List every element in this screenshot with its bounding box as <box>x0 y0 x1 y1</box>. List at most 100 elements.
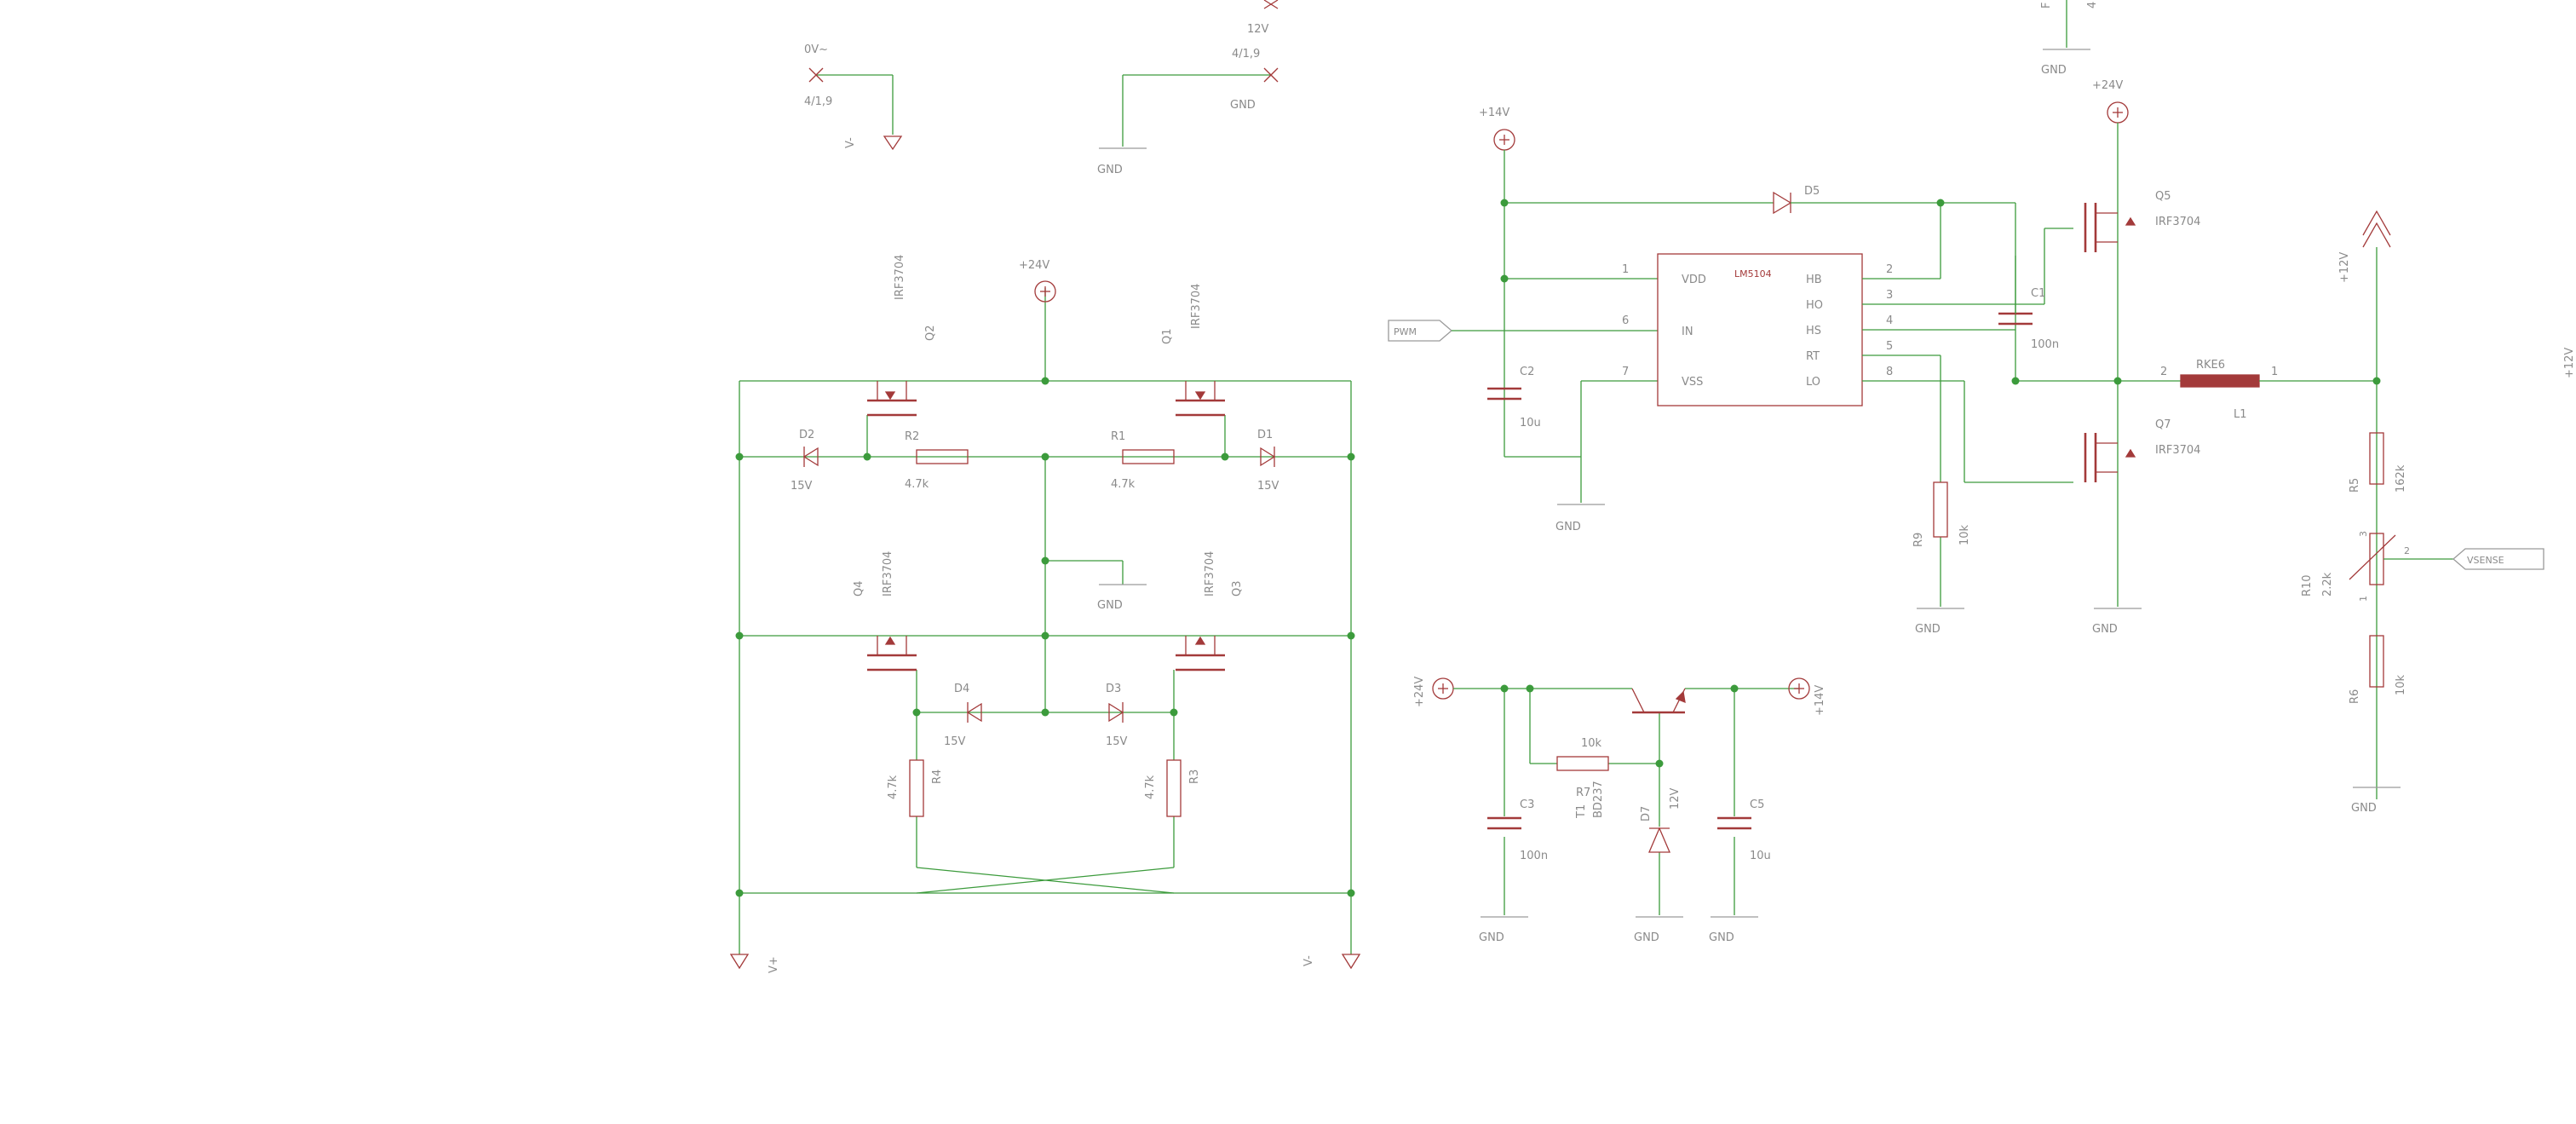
r3-name: R3 <box>1188 770 1201 784</box>
ic-pin-in: IN <box>1682 326 1693 338</box>
net-label-v-minus-top: V- <box>844 137 857 148</box>
r10-pin-1: 1 <box>2358 596 2369 602</box>
supply-label-12v-edge: +12V <box>2563 348 2576 378</box>
net-0v-connector: 0V~ 4/1,9 V- <box>804 43 903 151</box>
diode-d4: D4 15V <box>944 683 982 748</box>
mosfet-q1: Q1 IRF3704 <box>1161 284 1225 417</box>
q7-name: Q7 <box>2155 418 2171 431</box>
q2-value: IRF3704 <box>894 255 906 300</box>
l1-pin-1: 1 <box>2271 366 2278 378</box>
q1-name: Q1 <box>1161 328 1174 344</box>
d4-value: 15V <box>944 735 966 748</box>
ic-pin-num-4: 4 <box>1886 314 1893 327</box>
supply-label-24v-bridge: +24V <box>1019 259 1049 272</box>
r10-name: R10 <box>2301 574 2314 597</box>
r3-value: 4.7k <box>1144 775 1157 799</box>
d3-name: D3 <box>1106 683 1121 695</box>
q5-name: Q5 <box>2155 190 2171 203</box>
gnd-label-r9: GND <box>1915 623 1941 636</box>
gnd-label-driver: GND <box>1555 521 1581 533</box>
h-bridge-circuit: +24V IRF3704 Q2 Q1 IRF3704 <box>729 255 1361 973</box>
resistor-r9: R9 10k <box>1912 481 1971 547</box>
t1-value: BD237 <box>1592 781 1605 818</box>
gnd-label-r6: GND <box>2351 802 2377 815</box>
r4-name: R4 <box>931 770 944 784</box>
ic-pin-num-3: 3 <box>1886 289 1893 302</box>
diode-d5: D5 <box>1773 185 1820 215</box>
net-label-v-minus-bottom: V- <box>1302 955 1315 966</box>
mosfet-q5: Q5 IRF3704 <box>2084 190 2200 252</box>
ic-pin-num-7: 7 <box>1622 366 1629 378</box>
r1-name: R1 <box>1111 430 1125 443</box>
d2-name: D2 <box>799 429 814 441</box>
resistor-r1: R1 4.7k <box>1111 430 1175 491</box>
net-label-0v: 0V~ <box>804 43 828 56</box>
ic-pin-rt: RT <box>1806 350 1820 363</box>
net-tag-vsense: VSENSE <box>2452 548 2544 570</box>
c1-name: C1 <box>2031 287 2045 300</box>
gnd-label-top-right: GND <box>2041 64 2067 77</box>
net-12v-connector: 12V 4/1,9 GND GND <box>1097 0 1279 176</box>
mosfet-q3: IRF3704 Q3 <box>1176 551 1244 672</box>
potentiometer-r10: R10 2.2k 3 1 2 <box>2301 531 2410 602</box>
d4-name: D4 <box>954 683 969 695</box>
net-page-ref-a: 4/1,9 <box>804 95 832 108</box>
r5-name: R5 <box>2349 478 2361 493</box>
c1-value: 100n <box>2031 338 2059 351</box>
q4-value: IRF3704 <box>882 551 894 597</box>
r1-value: 4.7k <box>1111 478 1136 491</box>
d7-value: 12V <box>1669 787 1682 810</box>
resistor-r7: 10k R7 <box>1556 737 1609 799</box>
diode-d3: D3 15V <box>1106 683 1128 748</box>
zener-d7: D7 12V <box>1640 787 1682 853</box>
gnd-label-d7: GND <box>1634 931 1659 944</box>
r9-value: 10k <box>1958 524 1971 545</box>
d3-value: 15V <box>1106 735 1128 748</box>
ic-pin-num-6: 6 <box>1622 314 1629 327</box>
net-label-v-plus: V+ <box>768 956 780 973</box>
c3-value: 100n <box>1520 850 1548 862</box>
q1-value: IRF3704 <box>1190 284 1203 329</box>
r2-name: R2 <box>905 430 919 443</box>
gnd-label-q7: GND <box>2092 623 2118 636</box>
mosfet-q7: Q7 IRF3704 <box>2084 418 2200 482</box>
r7-name: R7 <box>1576 787 1590 799</box>
l1-value: RKE6 <box>2196 359 2225 372</box>
d2-value: 15V <box>791 480 813 493</box>
r10-value: 2.2k <box>2321 572 2334 597</box>
gate-driver-circuit: +14V GND C2 10u D5 PWM <box>1388 0 2576 815</box>
c5-value: 10u <box>1750 850 1771 862</box>
supply-label-14v: +14V <box>1479 107 1509 119</box>
net-label-12v: 12V <box>1247 23 1269 36</box>
q3-value: IRF3704 <box>1204 551 1216 597</box>
gnd-label-12v-net-bottom: GND <box>1097 164 1123 176</box>
r10-pin-2: 2 <box>2404 545 2410 556</box>
ic-lm5104: LM5104 VDD IN VSS 1 6 7 HB HO HS RT LO 2… <box>1622 253 1893 406</box>
ic-pin-num-2: 2 <box>1886 263 1893 276</box>
resistor-r6: R6 10k <box>2349 635 2407 704</box>
supply-label-14v-reg: +14V <box>1814 685 1826 716</box>
r2-value: 4.7k <box>905 478 929 491</box>
c2-name: C2 <box>1520 366 1534 378</box>
r9-name: R9 <box>1912 533 1925 547</box>
resistor-r5: R5 162k <box>2349 432 2407 493</box>
ic-pin-ho: HO <box>1806 299 1823 312</box>
r5-value: 162k <box>2395 464 2407 493</box>
ic-pin-num-5: 5 <box>1886 340 1893 353</box>
r4-value: 4.7k <box>887 775 900 799</box>
d1-name: D1 <box>1257 429 1273 441</box>
t1-name: T1 <box>1575 804 1588 819</box>
resistor-r2: R2 4.7k <box>905 430 969 491</box>
diode-d2: D2 15V <box>791 429 819 493</box>
q2-name: Q2 <box>924 325 937 341</box>
q7-value: IRF3704 <box>2155 444 2200 457</box>
cut-label-f: F <box>2040 3 2053 9</box>
resistor-r4: 4.7k R4 <box>887 759 944 817</box>
supply-label-24v-reg: +24V <box>1413 677 1426 707</box>
l1-pin-2: 2 <box>2160 366 2167 378</box>
transistor-t1: T1 BD237 <box>1575 688 1686 819</box>
ic-pin-hs: HS <box>1806 325 1821 337</box>
cut-label-4: 4 <box>2086 2 2099 9</box>
q3-name: Q3 <box>1231 580 1244 597</box>
